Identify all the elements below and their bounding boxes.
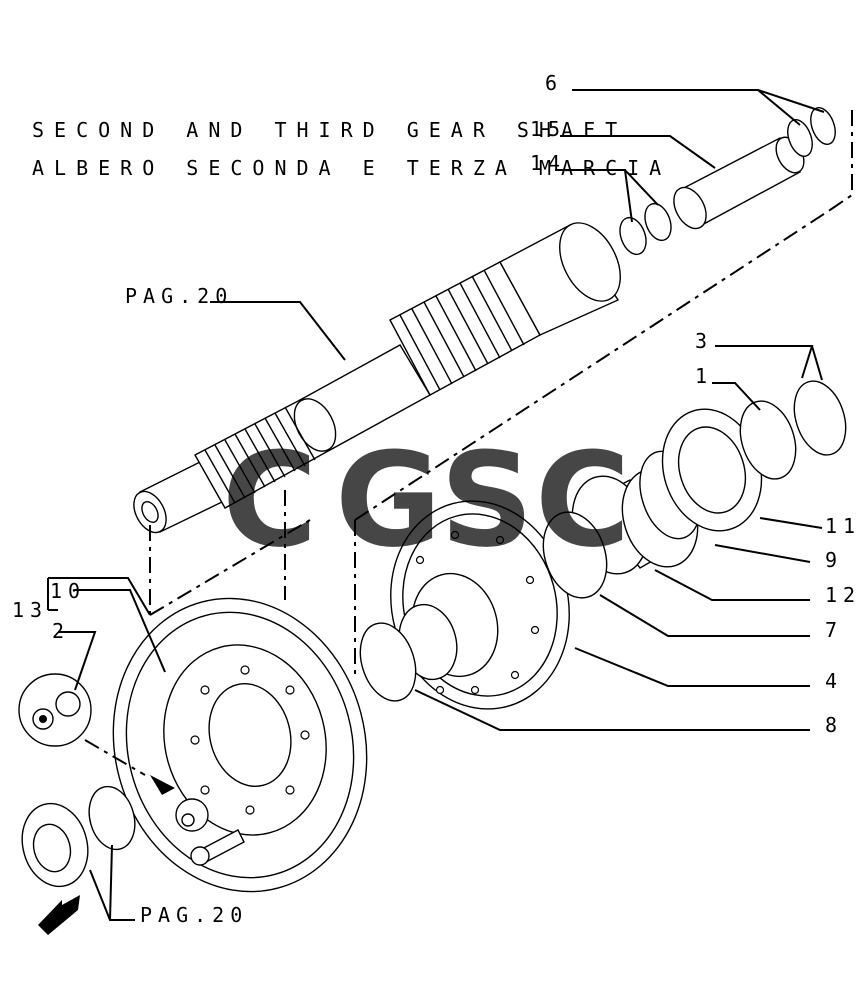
gear-4 — [390, 500, 570, 710]
watermark-letter-4: C — [535, 424, 630, 576]
callout-9: 9 — [825, 548, 843, 572]
small-shaft-15 — [673, 136, 805, 230]
snap-ring-3 — [793, 380, 847, 456]
watermark: C G S C — [222, 424, 630, 576]
bearing-lower — [21, 802, 89, 888]
ring-7 — [542, 511, 608, 599]
callout-7: 7 — [825, 618, 843, 642]
assembly-lines — [84, 110, 853, 776]
callout-8: 8 — [825, 713, 843, 737]
rings-6 — [787, 107, 836, 157]
gear-4-holes — [415, 530, 540, 695]
callout-4: 4 — [825, 669, 843, 693]
callout-2: 2 — [52, 619, 70, 643]
watermark-letter-3: S — [440, 424, 534, 576]
ring-8 — [359, 622, 417, 702]
pin — [175, 798, 209, 832]
spline-ridges — [204, 269, 525, 504]
gear-bolt-holes — [190, 665, 310, 815]
ring-lower — [88, 785, 136, 851]
callout-leaders — [47, 89, 825, 921]
callout-13: 13 — [12, 598, 48, 622]
callout-1: 1 — [695, 364, 713, 388]
shaft-collar — [499, 222, 621, 336]
ref-pag-bottom: PAG.20 — [140, 903, 248, 927]
pointer-arrow-icon — [150, 775, 175, 795]
ref-pag-top: PAG.20 — [125, 284, 233, 308]
callout-3: 3 — [695, 329, 713, 353]
large-gear-10 — [112, 597, 368, 893]
watermark-letter-1: C — [222, 424, 317, 576]
callout-11: 11 — [825, 514, 860, 538]
direction-arrow-icon — [38, 895, 80, 935]
main-shaft — [133, 222, 621, 534]
callout-12: 12 — [825, 583, 860, 607]
detail-plug-2 — [18, 673, 92, 747]
bolt — [190, 829, 245, 866]
title-english: SECOND AND THIRD GEAR SHAFT — [32, 118, 627, 142]
callout-15: 15 — [530, 117, 566, 141]
shaft-middle — [293, 344, 431, 452]
title-italian: ALBERO SECONDA E TERZA MARCIA — [32, 156, 671, 180]
rings-14 — [619, 202, 672, 256]
callout-14: 14 — [530, 151, 566, 175]
watermark-letter-2: G — [335, 424, 442, 576]
ring-1 — [739, 400, 797, 480]
callout-6: 6 — [545, 71, 563, 95]
callout-10: 10 — [50, 579, 86, 603]
